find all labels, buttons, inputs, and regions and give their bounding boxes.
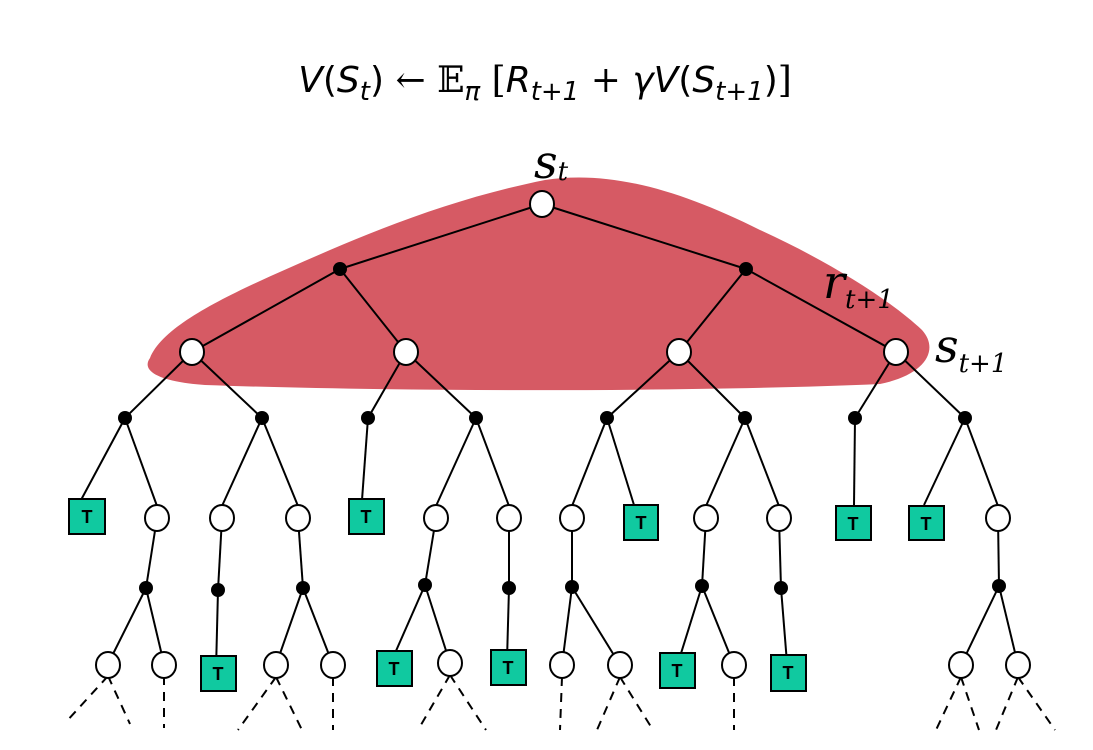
state-nodes — [95, 190, 1031, 679]
action-node — [992, 579, 1006, 593]
action-node — [118, 411, 132, 425]
state-node — [607, 651, 633, 679]
eq-state: S — [337, 60, 360, 101]
action-node — [739, 262, 753, 276]
eq-reward-sub: t+1 — [531, 77, 580, 107]
eq-value-fn: V — [298, 60, 325, 101]
svg-text:T: T — [389, 659, 400, 679]
state-node — [766, 504, 792, 532]
continuation-edges — [65, 674, 1056, 731]
eq-next-state-sub: t+1 — [715, 77, 764, 107]
action-node — [418, 578, 432, 592]
state-node — [549, 651, 575, 679]
eq-next-value-fn: V — [654, 60, 681, 101]
terminal-node: T — [200, 655, 237, 692]
svg-text:T: T — [503, 658, 514, 678]
eq-plus: + — [591, 60, 621, 101]
state-node — [1005, 651, 1031, 679]
action-node — [600, 411, 614, 425]
terminal-node: T — [68, 498, 106, 535]
eq-state-sub: t — [360, 77, 371, 107]
terminal-node: T — [659, 652, 696, 689]
action-node — [848, 411, 862, 425]
svg-text:T: T — [213, 664, 224, 684]
action-node — [361, 411, 375, 425]
svg-text:T: T — [921, 514, 932, 534]
action-node — [469, 411, 483, 425]
terminal-node: T — [376, 650, 413, 687]
next-state-label: st+1 — [935, 319, 1007, 379]
svg-text:T: T — [783, 663, 794, 683]
action-node — [139, 581, 153, 595]
terminal-node: T — [490, 649, 527, 686]
action-node — [296, 581, 310, 595]
terminal-node: T — [908, 505, 945, 541]
state-node — [721, 651, 747, 679]
state-node — [209, 504, 235, 532]
state-node — [666, 338, 692, 366]
state-node — [693, 504, 719, 532]
state-node — [423, 504, 449, 532]
action-node — [774, 581, 788, 595]
state-node — [948, 651, 974, 679]
terminal-node: T — [623, 504, 659, 541]
svg-text:T: T — [848, 514, 859, 534]
state-node — [320, 651, 346, 679]
action-node — [333, 262, 347, 276]
action-node — [958, 411, 972, 425]
state-node — [559, 504, 585, 532]
reward-label: rt+1 — [823, 255, 894, 315]
action-node — [695, 579, 709, 593]
eq-reward: R — [506, 60, 531, 101]
root-state-label: st — [534, 135, 569, 189]
root-state-node — [529, 190, 555, 218]
svg-text:T: T — [672, 661, 683, 681]
state-node — [985, 504, 1011, 532]
eq-arrow: ← — [395, 60, 425, 101]
eq-next-state: S — [692, 60, 715, 101]
action-node — [255, 411, 269, 425]
eq-gamma: γ — [632, 60, 655, 101]
svg-text:T: T — [82, 507, 93, 527]
action-node — [738, 411, 752, 425]
eq-expectation: 𝔼 — [437, 60, 464, 101]
terminal-node: T — [835, 505, 872, 541]
state-node — [393, 338, 419, 366]
state-node — [263, 651, 289, 679]
backup-equation: V(St) ← 𝔼π [Rt+1 + γV(St+1)] — [298, 60, 792, 107]
svg-text:T: T — [636, 513, 647, 533]
state-node — [496, 504, 522, 532]
eq-policy-sub: π — [465, 77, 481, 107]
next-state-node — [883, 338, 909, 366]
eq-lbracket: [ — [492, 60, 506, 101]
eq-rbracket: ] — [778, 60, 792, 101]
terminal-node: T — [348, 498, 385, 535]
state-node — [179, 338, 205, 366]
terminal-nodes: T T T T T T T T T T — [68, 498, 945, 692]
svg-text:T: T — [361, 507, 372, 527]
state-node — [95, 651, 121, 679]
action-node — [502, 581, 516, 595]
backup-region — [147, 177, 930, 391]
action-node — [211, 583, 225, 597]
state-node — [285, 504, 311, 532]
action-node — [565, 580, 579, 594]
terminal-node: T — [770, 654, 807, 692]
state-node — [144, 504, 170, 532]
state-node — [151, 651, 177, 679]
state-node — [437, 649, 463, 677]
action-nodes — [118, 262, 1006, 597]
